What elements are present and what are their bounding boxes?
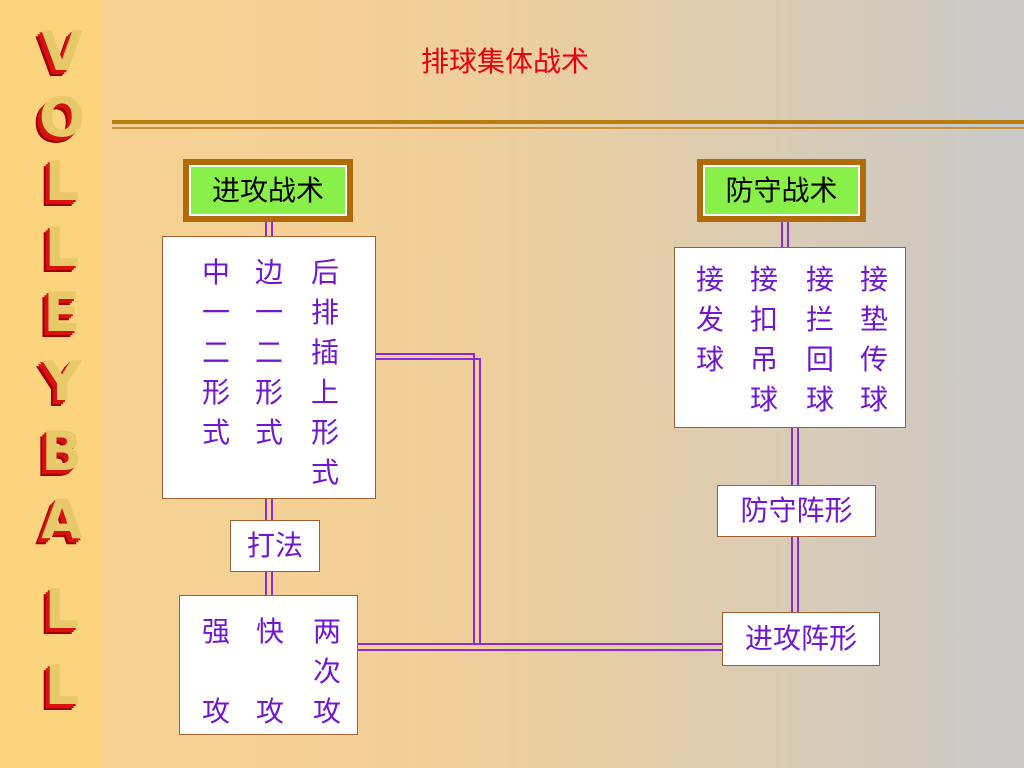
defense-skill-column: 接拦回球 (803, 260, 837, 420)
tactics-label-box: 打法 (230, 520, 320, 572)
sidebar-letter: B (41, 420, 83, 483)
sidebar-letter: L (44, 578, 80, 641)
defense-tactics-header: 防守战术 (697, 159, 866, 222)
vertical-char: 攻 (255, 695, 284, 728)
vertical-char: 式 (310, 456, 339, 489)
attack-system-column: 边一二形式 (252, 253, 286, 453)
sidebar-letter: E (43, 281, 81, 344)
vertical-char: 中 (201, 256, 230, 289)
vertical-char: 发 (695, 303, 724, 336)
vertical-char: 式 (254, 416, 283, 449)
vertical-char: 强 (201, 615, 230, 648)
slide-title: 排球集体战术 (420, 45, 589, 78)
vertical-char: 传 (859, 343, 888, 376)
vertical-char: 形 (254, 376, 283, 409)
attack-system-column: 中一二形式 (199, 253, 233, 453)
defense-skill-column: 接发球 (693, 260, 727, 380)
sidebar-letter: V (41, 20, 83, 83)
vertical-char: 球 (695, 343, 724, 376)
vertical-char: 球 (805, 383, 834, 416)
vertical-char: 形 (310, 416, 339, 449)
vertical-char: 球 (859, 383, 888, 416)
sidebar-letter: L (44, 216, 80, 279)
vertical-char: 次 (312, 655, 341, 688)
vertical-char: 接 (859, 263, 888, 296)
attack-plays-box: 强 攻 快 攻 两次攻 (179, 595, 358, 735)
sidebar-letter: O (39, 86, 85, 149)
sidebar-letter: A (41, 488, 83, 551)
vertical-char: 球 (749, 383, 778, 416)
attack-play-column: 强 攻 (199, 612, 233, 732)
vertical-char: 快 (255, 615, 284, 648)
vertical-char: 式 (201, 416, 230, 449)
attack-system-column: 后排插上形式 (308, 253, 342, 493)
attack-play-column: 两次攻 (310, 612, 344, 732)
attack-formation-box: 进攻阵形 (722, 612, 880, 666)
vertical-char: 吊 (749, 343, 778, 376)
attack-tactics-header: 进攻战术 (183, 159, 353, 222)
sidebar-letter: Y (42, 350, 82, 413)
vertical-char: 二 (254, 336, 283, 369)
vertical-char: 边 (254, 256, 283, 289)
defense-skill-column: 接扣吊球 (747, 260, 781, 420)
vertical-char: 上 (310, 376, 339, 409)
vertical-char: 接 (695, 263, 724, 296)
title-divider-thin (112, 127, 1024, 129)
defense-skill-column: 接垫传球 (857, 260, 891, 420)
vertical-char: 插 (310, 336, 339, 369)
defense-skills-box: 接发球 接扣吊球 接拦回球 接垫传球 (674, 247, 906, 428)
vertical-char: 一 (201, 296, 230, 329)
vertical-char (212, 652, 221, 692)
vertical-char: 排 (310, 296, 339, 329)
vertical-char: 二 (201, 336, 230, 369)
vertical-char: 扣 (749, 303, 778, 336)
vertical-char: 形 (201, 376, 230, 409)
vertical-char: 接 (749, 263, 778, 296)
title-divider (112, 120, 1024, 124)
vertical-char: 拦 (805, 303, 834, 336)
vertical-char: 攻 (201, 695, 230, 728)
sidebar-letter: L (44, 150, 80, 213)
vertical-char: 一 (254, 296, 283, 329)
vertical-char: 两 (312, 615, 341, 648)
vertical-char: 回 (805, 343, 834, 376)
vertical-char: 接 (805, 263, 834, 296)
vertical-char (266, 652, 275, 692)
sidebar-letter: L (44, 654, 80, 717)
vertical-char: 后 (310, 256, 339, 289)
defense-formation-box: 防守阵形 (717, 485, 876, 537)
attack-play-column: 快 攻 (253, 612, 287, 732)
vertical-char: 攻 (312, 695, 341, 728)
vertical-char: 垫 (859, 303, 888, 336)
attack-systems-box: 中一二形式 边一二形式 后排插上形式 (162, 236, 376, 499)
